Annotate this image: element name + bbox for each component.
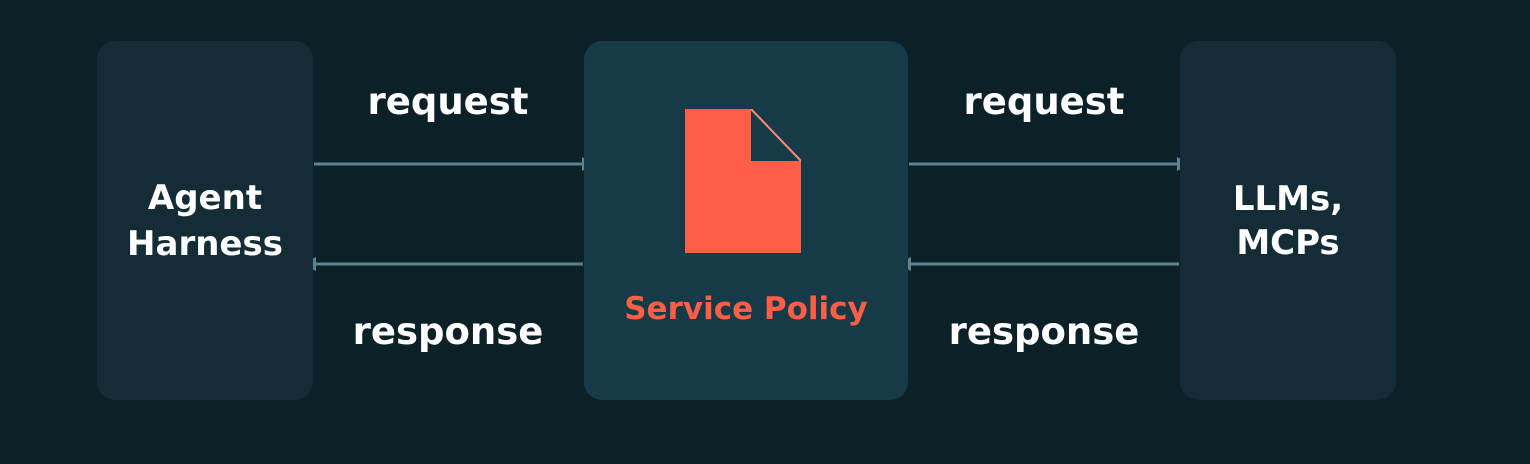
right-request-label: request <box>963 80 1125 123</box>
left-request-label: request <box>367 80 529 123</box>
llms-mcps-label: LLMs, MCPs <box>1232 178 1344 263</box>
right-response-label: response <box>948 310 1140 353</box>
llms-mcps-box: LLMs, MCPs <box>1180 41 1396 400</box>
left-response-label: response <box>352 310 544 353</box>
service-policy-box: Service Policy <box>584 41 908 400</box>
service-policy-label: Service Policy <box>624 291 868 327</box>
agent-harness-label: Agent Harness <box>127 177 283 264</box>
document-icon <box>685 109 801 253</box>
agent-harness-box: Agent Harness <box>97 41 313 400</box>
